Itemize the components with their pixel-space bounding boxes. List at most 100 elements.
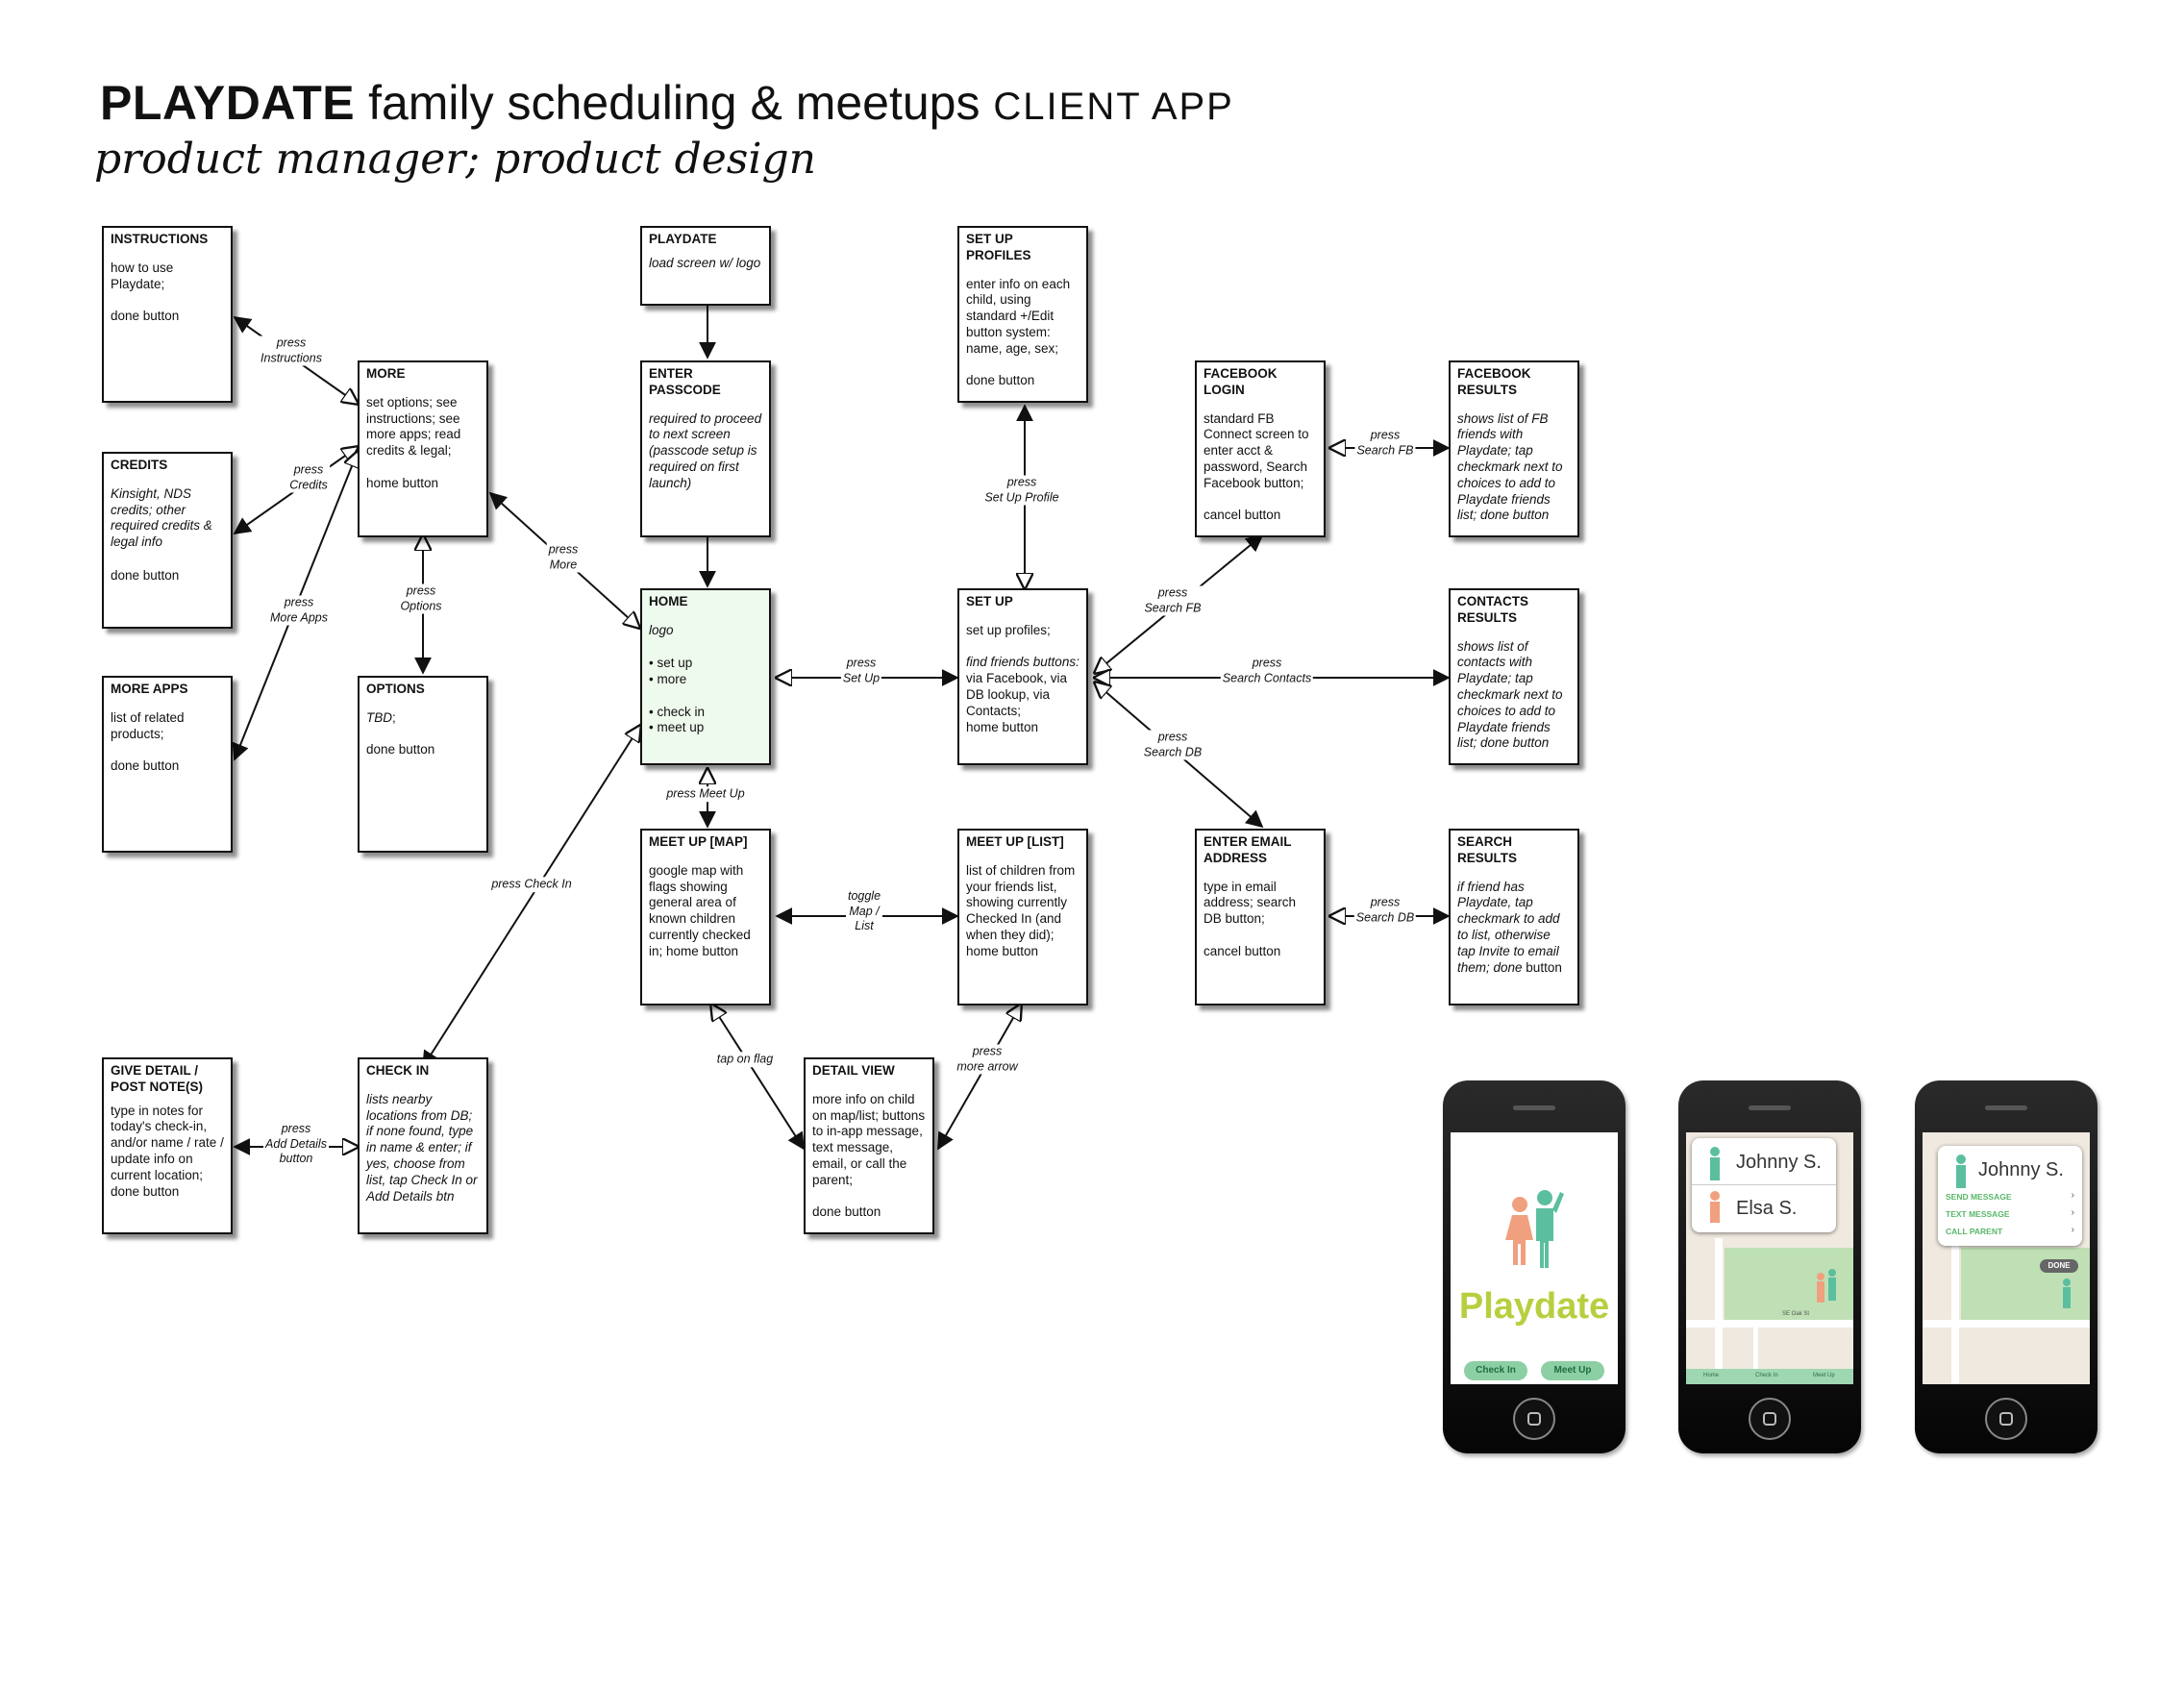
label-tap-on-flag: tap on flag [714, 1052, 776, 1067]
child-name-johnny[interactable]: Johnny S. [1736, 1152, 1822, 1173]
phone-screen: Johnny S. SEND MESSAGE › TEXT MESSAGE › … [1923, 1132, 2090, 1384]
screen-description: list of related products; done button [111, 709, 185, 774]
options-rest: ; done button [366, 709, 435, 757]
tab-check-in[interactable]: Check In [1755, 1373, 1778, 1378]
label-press-more-arrow: press more arrow [955, 1044, 1020, 1075]
label-press-add-details: press Add Details button [263, 1121, 329, 1167]
chevron-right-icon: › [2071, 1207, 2074, 1218]
map-road [1686, 1320, 1853, 1328]
map-road [1923, 1320, 2090, 1328]
child-figure-icon [1956, 1154, 1966, 1188]
screen-description: list of children from your friends list,… [966, 862, 1076, 958]
screen-detail-view: DETAIL VIEW more info on child on map/li… [804, 1057, 934, 1234]
screen-description: required to proceed to next screen (pass… [649, 410, 762, 490]
screen-title: SET UP [966, 594, 1013, 608]
screen-search-results: SEARCH RESULTS if friend has Playdate, t… [1449, 829, 1579, 1005]
screen-home: HOME logo • set up • more • check in • m… [640, 588, 771, 765]
phone-home-button[interactable] [1513, 1398, 1555, 1440]
map-street-label: SE Oak St [1782, 1311, 1810, 1317]
screen-description: shows list of contacts with Playdate; ta… [1457, 638, 1563, 751]
arrow-home-checkin [423, 726, 640, 1067]
screen-instructions: INSTRUCTIONS how to use Playdate; done b… [102, 226, 233, 403]
done-button[interactable]: DONE [2040, 1259, 2078, 1273]
screen-title: DETAIL VIEW [812, 1063, 895, 1078]
child-name-johnny: Johnny S. [1978, 1159, 2064, 1180]
map-road [1951, 1238, 1959, 1384]
screen-set-up-profiles: SET UP PROFILES enter info on each child… [957, 226, 1088, 403]
home-logo-note: logo [649, 622, 674, 637]
label-press-meet-up: press Meet Up [664, 786, 747, 802]
screen-description: enter info on each child, using standard… [966, 276, 1071, 388]
map-view[interactable]: Johnny S. Elsa S. SE Oak St Home Check I… [1686, 1132, 1853, 1384]
screen-credits: CREDITS Kinsight, NDS credits; other req… [102, 452, 233, 629]
screen-description-end: done button [111, 567, 180, 583]
phone-home-button[interactable] [1749, 1398, 1791, 1440]
chevron-right-icon: › [2071, 1190, 2074, 1201]
phone-map-mockup: Johnny S. Elsa S. SE Oak St Home Check I… [1678, 1080, 1861, 1453]
phone-speaker [1749, 1105, 1791, 1110]
page-title: PLAYDATE family scheduling & meetups CLI… [100, 75, 1234, 131]
screen-description: more info on child on map/list; buttons … [812, 1091, 926, 1220]
playdate-logo-text: Playdate [1458, 1286, 1610, 1327]
role-subtitle: product manager; product design [94, 135, 816, 184]
screen-description: type in notes for today's check-in, and/… [111, 1103, 224, 1199]
label-press-set-up-profile: press Set Up Profile [982, 475, 1061, 506]
child-flag-figures-icon [1817, 1269, 1836, 1303]
map-view[interactable]: Johnny S. SEND MESSAGE › TEXT MESSAGE › … [1923, 1132, 2090, 1384]
screen-title: PLAYDATE [649, 232, 717, 246]
screen-enter-passcode: ENTER PASSCODE required to proceed to ne… [640, 360, 771, 537]
child-list-popup: Johnny S. Elsa S. [1692, 1138, 1836, 1232]
phone-home-button[interactable] [1985, 1398, 2027, 1440]
arrow-map-detail [711, 1005, 804, 1149]
screen-more-apps: MORE APPS list of related products; done… [102, 676, 233, 853]
setup-find-friends: find friends buttons: [966, 655, 1080, 670]
screen-enter-email: ENTER EMAIL ADDRESS type in email addres… [1195, 829, 1326, 1005]
call-parent-action[interactable]: CALL PARENT [1946, 1227, 2003, 1236]
screen-title: CONTACTS RESULTS [1457, 594, 1528, 625]
screen-title: MORE APPS [111, 682, 188, 696]
screen-title: CREDITS [111, 458, 168, 472]
screen-facebook-login: FACEBOOK LOGIN standard FB Connect scree… [1195, 360, 1326, 537]
brand-name: PLAYDATE [100, 76, 356, 130]
label-toggle-map-list: toggle Map / List [845, 888, 883, 934]
setup-body-a: set up profiles; [966, 622, 1051, 637]
screen-title: INSTRUCTIONS [111, 232, 209, 246]
screen-title: MEET UP [LIST] [966, 834, 1064, 849]
screen-description: type in email address; search DB button;… [1204, 879, 1297, 958]
tab-home[interactable]: Home [1703, 1373, 1720, 1378]
screen-description: load screen w/ logo [649, 255, 761, 270]
label-press-search-db-results: press Search DB [1353, 895, 1417, 926]
screen-title: HOME [649, 594, 688, 608]
screen-meet-up-map: MEET UP [MAP] google map with flags show… [640, 829, 771, 1005]
child-name-elsa[interactable]: Elsa S. [1736, 1198, 1798, 1219]
map-road [1715, 1238, 1723, 1384]
screen-more: MORE set options; see instructions; see … [358, 360, 488, 537]
screen-give-detail: GIVE DETAIL / POST NOTE(S) type in notes… [102, 1057, 233, 1234]
screen-description: if friend has Playdate, tap checkmark to… [1457, 880, 1562, 975]
meet-up-button[interactable]: Meet Up [1541, 1361, 1604, 1380]
screen-description: TBD; done button [366, 710, 434, 757]
tab-bar: Home Check In Meet Up [1686, 1369, 1853, 1384]
options-tbd: TBD [366, 709, 392, 725]
list-divider [1692, 1184, 1836, 1185]
screen-title: OPTIONS [366, 682, 425, 696]
tab-meet-up[interactable]: Meet Up [1813, 1373, 1835, 1378]
home-menu-items: • set up • more • check in • meet up [649, 656, 706, 735]
check-in-button[interactable]: Check In [1464, 1361, 1527, 1380]
label-press-instructions: press Instructions [259, 335, 324, 366]
label-press-search-db: press Search DB [1141, 730, 1204, 760]
map-road [1753, 1325, 1758, 1384]
label-press-more-apps: press More Apps [268, 595, 330, 626]
screen-description: google map with flags showing general ar… [649, 862, 751, 958]
chevron-right-icon: › [2071, 1225, 2074, 1235]
phone-detail-mockup: Johnny S. SEND MESSAGE › TEXT MESSAGE › … [1915, 1080, 2097, 1453]
label-press-check-in: press Check In [489, 877, 574, 892]
screen-meet-up-list: MEET UP [LIST] list of children from you… [957, 829, 1088, 1005]
screen-description: how to use Playdate; done button [111, 260, 180, 324]
screen-description: shows list of FB friends with Playdate; … [1457, 410, 1563, 523]
send-message-action[interactable]: SEND MESSAGE [1946, 1192, 2012, 1202]
text-message-action[interactable]: TEXT MESSAGE [1946, 1209, 2010, 1219]
screen-description: lists nearby locations from DB; if none … [366, 1091, 478, 1204]
screen-title: SET UP PROFILES [966, 232, 1031, 262]
label-press-more: press More [546, 542, 581, 573]
